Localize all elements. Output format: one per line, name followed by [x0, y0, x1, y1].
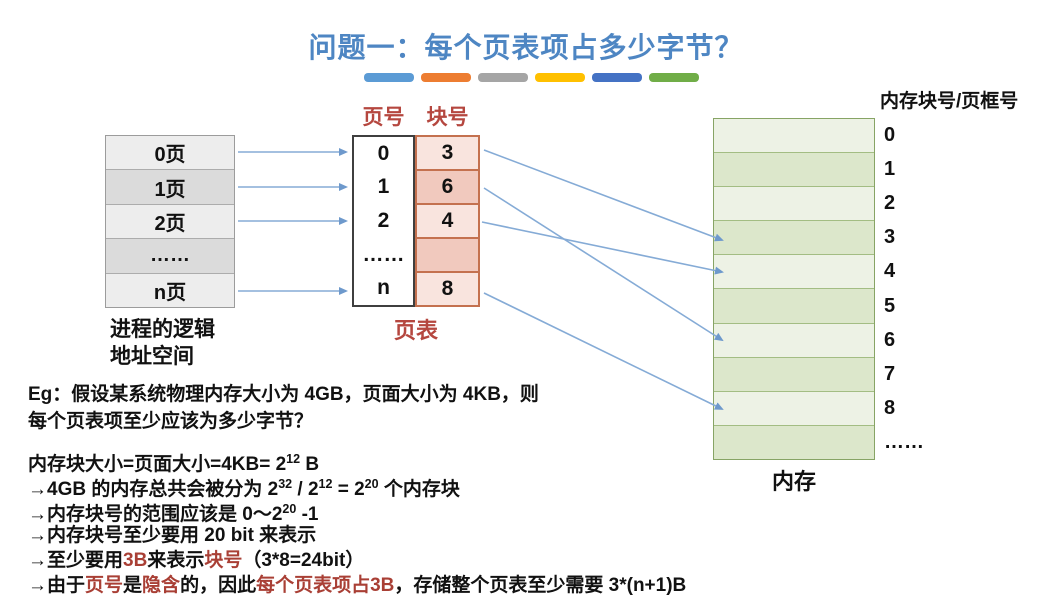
logical-space-caption-line1: 进程的逻辑 — [110, 318, 215, 341]
memory-row-number: 0 — [884, 123, 896, 146]
memory-row — [714, 119, 874, 154]
memory-row-number: 3 — [884, 226, 896, 249]
text-run: / 2 — [292, 479, 319, 501]
derivation-line: →由于页号是隐含的，因此每个页表项占3B，存储整个页表至少需要 3*(n+1)B — [28, 573, 686, 598]
text-run: 隐含 — [142, 574, 181, 596]
memory-row — [714, 391, 874, 426]
logical-row: …… — [106, 239, 234, 274]
text-run: ，存储整个页表至少需要 3*(n+1)B — [394, 574, 687, 596]
memory-header: 内存块号/页框号 — [880, 91, 1019, 112]
accent-bar — [649, 73, 699, 82]
text-run: 3B — [123, 549, 148, 571]
text-run: 页号 — [85, 574, 124, 596]
logical-row: 0页 — [106, 136, 234, 171]
page-table-caption: 页表 — [393, 318, 438, 343]
arrow-block4 — [481, 221, 724, 275]
memory-row-numbers: 0 1 2 3 4 5 6 7 8 …… — [884, 118, 924, 460]
text-run: 的，因此 — [180, 574, 257, 596]
memory-row-number: 2 — [884, 192, 896, 214]
derivation-text: 内存块大小=页面大小=4KB= 212 B→4GB 的内存总共会被分为 232 … — [28, 447, 686, 598]
text-run: 内存块大小=页面大小=4KB= 2 — [28, 454, 287, 475]
text-run: 12 — [318, 477, 333, 492]
accent-bar — [421, 73, 471, 82]
memory-row — [714, 255, 874, 290]
page-cell: 0 — [377, 141, 390, 165]
block-cell: 6 — [417, 171, 478, 205]
memory-row — [714, 357, 874, 392]
text-run: →至少要用 — [28, 549, 124, 571]
memory-row — [714, 221, 874, 256]
text-run: B — [300, 454, 320, 475]
accent-bar — [364, 73, 414, 82]
text-run: （3*8=24bit） — [242, 549, 365, 571]
memory-row — [714, 425, 874, 459]
text-run: →内存块号至少要用 20 bit 来表示 — [28, 524, 317, 546]
logical-space-caption: 进程的逻辑 地址空间 — [110, 316, 215, 370]
text-run: 个内存块 — [378, 479, 460, 501]
memory-row-number: …… — [884, 431, 924, 454]
arrow-lines — [238, 148, 724, 410]
text-run: 32 — [278, 477, 293, 492]
memory-row-number: 8 — [884, 397, 896, 420]
text-run: 块号 — [204, 549, 243, 571]
text-run: 每个页表项占3B — [256, 574, 395, 596]
page-title: 问题一：每个页表项占多少字节？ — [308, 32, 744, 63]
block-cell: 4 — [417, 205, 478, 239]
memory-row — [714, 153, 874, 188]
memory-row-number: 5 — [884, 294, 896, 317]
logical-space-caption-line2: 地址空间 — [110, 345, 194, 368]
page-cell: 2 — [377, 208, 390, 232]
memory-row-number: 1 — [884, 157, 896, 180]
text-run: 12 — [286, 452, 301, 466]
logical-row: n页 — [106, 273, 234, 308]
page-number-column: 0 1 2 …… n — [352, 135, 415, 307]
page-number-header: 页号 — [362, 106, 405, 129]
text-run: 20 — [282, 502, 297, 517]
memory-row-number: 4 — [884, 260, 896, 283]
accent-bar — [478, 73, 528, 82]
derivation-line: →内存块号的范围应该是 0～220 -1 — [28, 497, 686, 526]
page-cell: 1 — [377, 175, 390, 199]
example-line2: 每个页表项至少应该为多少字节？ — [28, 411, 314, 432]
memory-row-number: 7 — [884, 363, 896, 386]
block-cell — [417, 239, 478, 273]
arrow-block3 — [483, 149, 724, 242]
block-cell: 3 — [417, 137, 478, 171]
derivation-line: 内存块大小=页面大小=4KB= 212 B — [28, 447, 686, 475]
memory-row — [714, 289, 874, 324]
logical-row: 1页 — [106, 170, 234, 205]
text-run: -1 — [296, 504, 319, 526]
example-text: Eg：假设某系统物理内存大小为 4GB，页面大小为 4KB，则 每个页表项至少应… — [28, 381, 539, 435]
text-run: 是 — [123, 574, 143, 596]
derivation-line: →4GB 的内存总共会被分为 232 / 212 = 220 个内存块 — [28, 472, 686, 501]
example-line1: Eg：假设某系统物理内存大小为 4GB，页面大小为 4KB，则 — [28, 384, 539, 405]
text-run: = 2 — [332, 479, 365, 501]
memory-caption: 内存 — [771, 469, 816, 494]
text-run: →4GB 的内存总共会被分为 2 — [28, 479, 279, 501]
memory-row-number: 6 — [884, 328, 896, 351]
page-cell: …… — [362, 242, 405, 266]
accent-bars — [364, 73, 699, 82]
memory-table — [713, 118, 875, 460]
memory-row — [714, 187, 874, 222]
block-number-header: 块号 — [426, 106, 469, 129]
derivation-line: →内存块号至少要用 20 bit 来表示 — [28, 523, 686, 548]
text-run: →内存块号的范围应该是 0～2 — [28, 504, 283, 526]
logical-row: 2页 — [106, 204, 234, 240]
accent-bar — [592, 73, 642, 82]
page-cell: n — [377, 276, 390, 300]
arrow-block6 — [483, 187, 724, 342]
text-run: 20 — [364, 477, 379, 492]
accent-bar — [535, 73, 585, 82]
derivation-line: →至少要用3B来表示块号（3*8=24bit） — [28, 548, 686, 573]
block-cell: 8 — [417, 273, 478, 305]
text-run: →由于 — [28, 574, 86, 596]
text-run: 来表示 — [147, 549, 205, 571]
memory-row — [714, 323, 874, 358]
